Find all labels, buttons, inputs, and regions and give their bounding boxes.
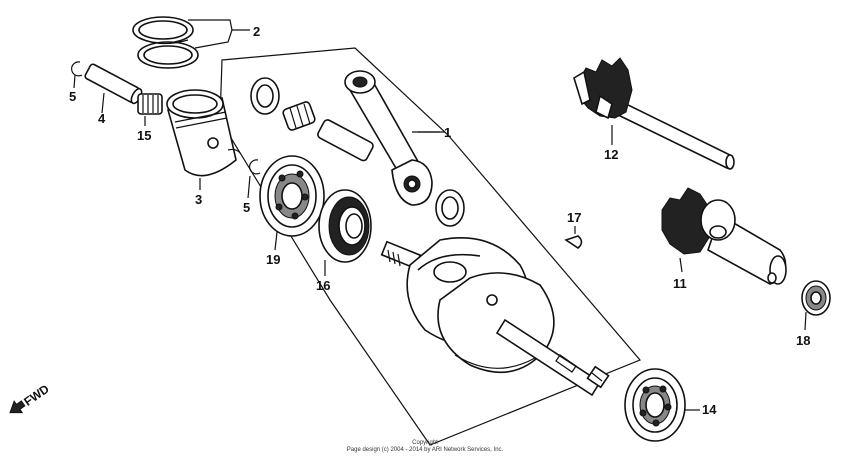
callout-12: 12 (604, 147, 618, 162)
thrust-washer-upper (250, 77, 280, 115)
callout-19: 19 (266, 252, 280, 267)
callout-5-right: 5 (243, 200, 250, 215)
callout-4: 4 (98, 111, 106, 126)
callout-5-left: 5 (69, 89, 76, 104)
piston-pin (84, 63, 143, 105)
crankshaft (380, 237, 610, 397)
crank-bearing-left (259, 155, 325, 237)
crankpin-bearing (282, 101, 316, 131)
piston (166, 89, 241, 177)
callout-15: 15 (137, 128, 151, 143)
piston-rings (132, 16, 199, 69)
callout-16: 16 (316, 278, 330, 293)
oil-seal-left (318, 189, 372, 263)
small-end-needle-bearing (137, 93, 163, 115)
piston-pin-clip-right (249, 159, 261, 175)
countershaft-bearing (801, 280, 831, 316)
piston-pin-clip-left (71, 61, 83, 77)
callout-2: 2 (253, 24, 260, 39)
connecting-rod (344, 70, 433, 206)
countershaft-gear (661, 187, 787, 285)
callout-14: 14 (702, 402, 717, 417)
primary-shaft-gear (573, 57, 735, 170)
fwd-label: FWD (21, 382, 52, 409)
fwd-indicator: FWD (9, 382, 52, 414)
thrust-washer-lower (435, 189, 465, 227)
callout-1: 1 (444, 125, 451, 140)
copyright-line-2: Page design (c) 2004 - 2014 by ARI Netwo… (346, 447, 504, 453)
forward-arrow-icon (9, 400, 26, 414)
copyright-line-1: Copyright (412, 440, 438, 446)
crank-pin (317, 119, 374, 162)
crank-bearing-right (624, 368, 686, 442)
callout-3: 3 (195, 192, 202, 207)
assembly-outline (219, 47, 641, 446)
callout-17: 17 (567, 210, 581, 225)
woodruff-key (564, 235, 583, 250)
callout-18: 18 (796, 333, 810, 348)
callout-11: 11 (673, 276, 687, 291)
